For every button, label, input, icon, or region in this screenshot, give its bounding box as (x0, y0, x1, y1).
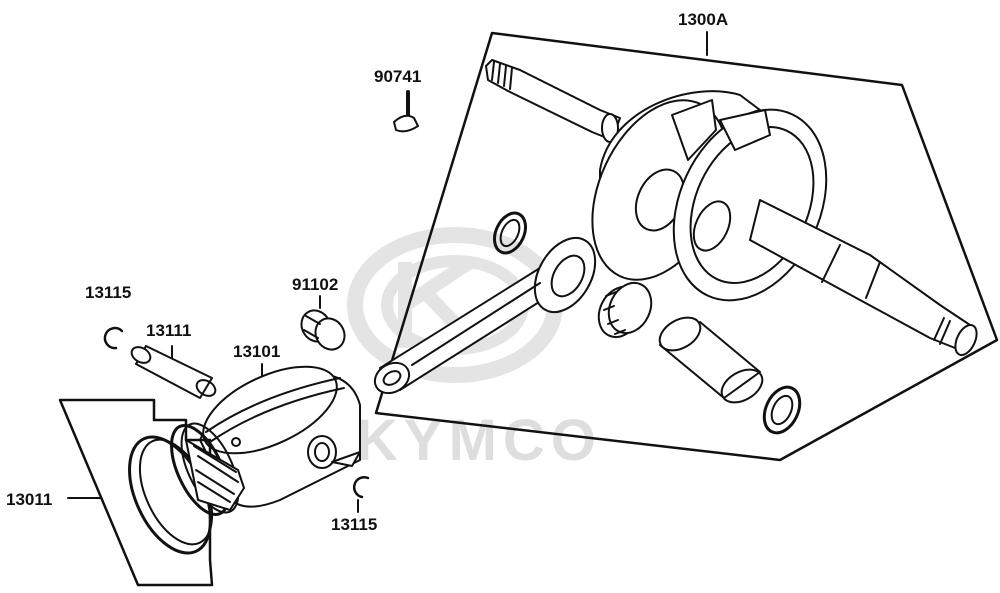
needle-bearing (300, 295, 346, 351)
callout-91102: 91102 (292, 275, 339, 294)
callout-90741: 90741 (374, 67, 422, 86)
pin-clip-bottom (352, 476, 370, 499)
piston-pin (130, 345, 217, 399)
callout-13115-top: 13115 (85, 283, 132, 302)
thrust-washer-upper (493, 211, 527, 255)
connecting-rod (373, 237, 597, 395)
crank-pin (658, 316, 764, 404)
watermark-brand-text: KYMCO (356, 408, 602, 473)
crankpin-bearing (597, 281, 653, 339)
callout-1300A: 1300A (678, 10, 729, 29)
crankshaft (485, 59, 978, 356)
callout-13011: 13011 (6, 490, 53, 509)
callout-13115-bottom: 13115 (331, 515, 378, 534)
pin-clip-top (103, 326, 124, 350)
woodruff-key (393, 90, 419, 133)
piston-rings (128, 422, 245, 555)
callout-13101: 13101 (233, 342, 281, 361)
ring-set-bracket (58, 398, 214, 587)
callout-13111: 13111 (146, 321, 192, 340)
crankshaft-group-outline (374, 31, 999, 462)
thrust-washer-lower (762, 385, 802, 435)
